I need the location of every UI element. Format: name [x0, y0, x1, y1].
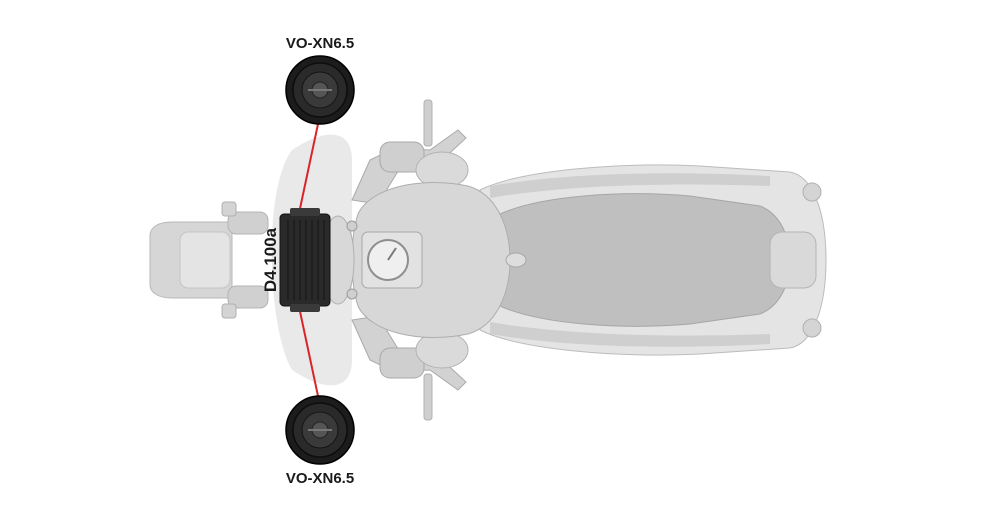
rear-signal-top: [802, 182, 822, 202]
fork-left: [227, 211, 269, 235]
amp-terminal-top: [290, 208, 320, 216]
turn-signal-left: [221, 201, 237, 217]
mirror-bottom: [423, 373, 433, 421]
speaker-bottom: VO-XN6.5: [285, 395, 355, 487]
turn-signal-right: [221, 303, 237, 319]
fuel-tank: [351, 182, 511, 338]
tail-light: [769, 231, 817, 289]
rear-signal-bottom: [802, 318, 822, 338]
seat: [489, 193, 791, 327]
speaker-wires: [297, 123, 319, 397]
wire-top: [297, 123, 319, 219]
bolt-top: [346, 220, 358, 232]
frame-stripe-top: [490, 173, 770, 198]
amp-terminal-bottom: [290, 304, 320, 312]
amplifier-icon: D4.100a: [261, 208, 331, 312]
amp-fins: [287, 220, 325, 300]
frame-stripe-bottom: [490, 322, 770, 347]
speaker-bottom-label: VO-XN6.5: [286, 470, 354, 487]
fuel-cap: [505, 252, 527, 268]
mirror-top: [423, 99, 433, 147]
headlight: [179, 231, 231, 289]
motorcycle-icon: [149, 99, 827, 421]
speaker-top: VO-XN6.5: [285, 35, 355, 125]
fork-right: [227, 285, 269, 309]
wire-bottom: [297, 301, 319, 397]
speedometer-needle: [387, 247, 397, 261]
bolt-bottom: [346, 288, 358, 300]
speaker-top-label: VO-XN6.5: [286, 35, 354, 52]
amp-label: D4.100a: [261, 227, 280, 292]
